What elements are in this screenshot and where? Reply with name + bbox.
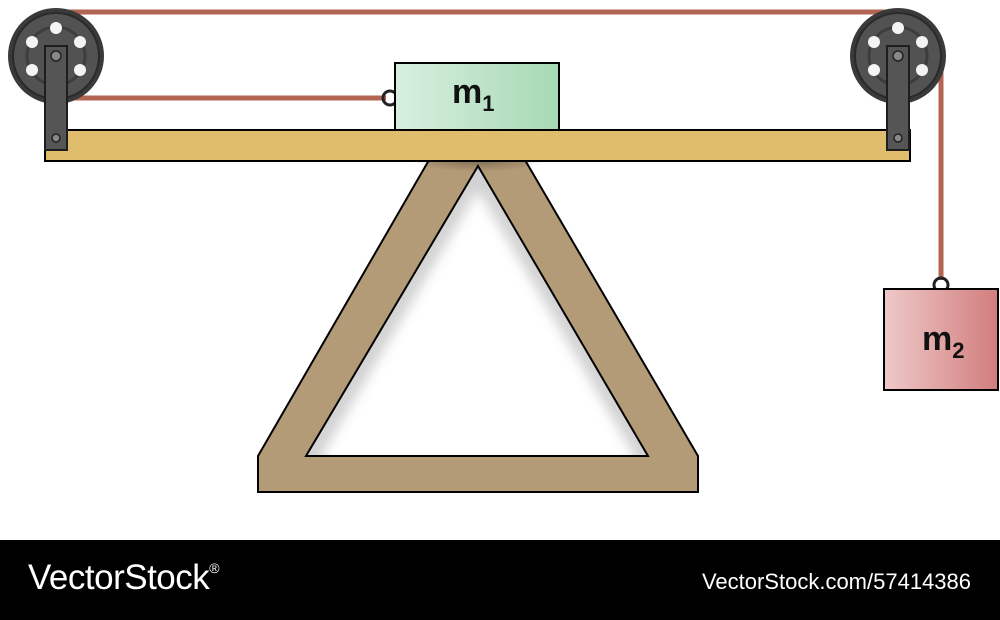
stock-id: VectorStock.com/57414386 (701, 569, 971, 594)
m1-symbol: m (452, 73, 482, 111)
stand-triangle (257, 150, 699, 493)
m2-symbol: m (922, 320, 952, 358)
pulley-seesaw-diagram: m1 (8, 8, 999, 493)
pulley-right (850, 8, 946, 151)
pulley-left (8, 8, 104, 151)
watermark-footer: VectorStock® VectorStock.com/57414386 (0, 540, 1000, 620)
mass-m1-block: m1 (381, 62, 560, 131)
plank (44, 129, 911, 162)
brand-logo: VectorStock® (28, 558, 220, 598)
svg-text:m2: m2 (922, 320, 964, 363)
pulley-right-bracket (886, 45, 910, 151)
m1-subscript: 1 (482, 91, 494, 116)
mass-m2-block: m2 (883, 276, 999, 391)
m2-subscript: 2 (952, 338, 964, 363)
brand-registered-mark: ® (209, 560, 220, 576)
brand-name: VectorStock (28, 558, 210, 597)
rope-lines (56, 9, 944, 280)
pulley-left-bracket (44, 45, 68, 151)
svg-text:m1: m1 (452, 73, 494, 116)
